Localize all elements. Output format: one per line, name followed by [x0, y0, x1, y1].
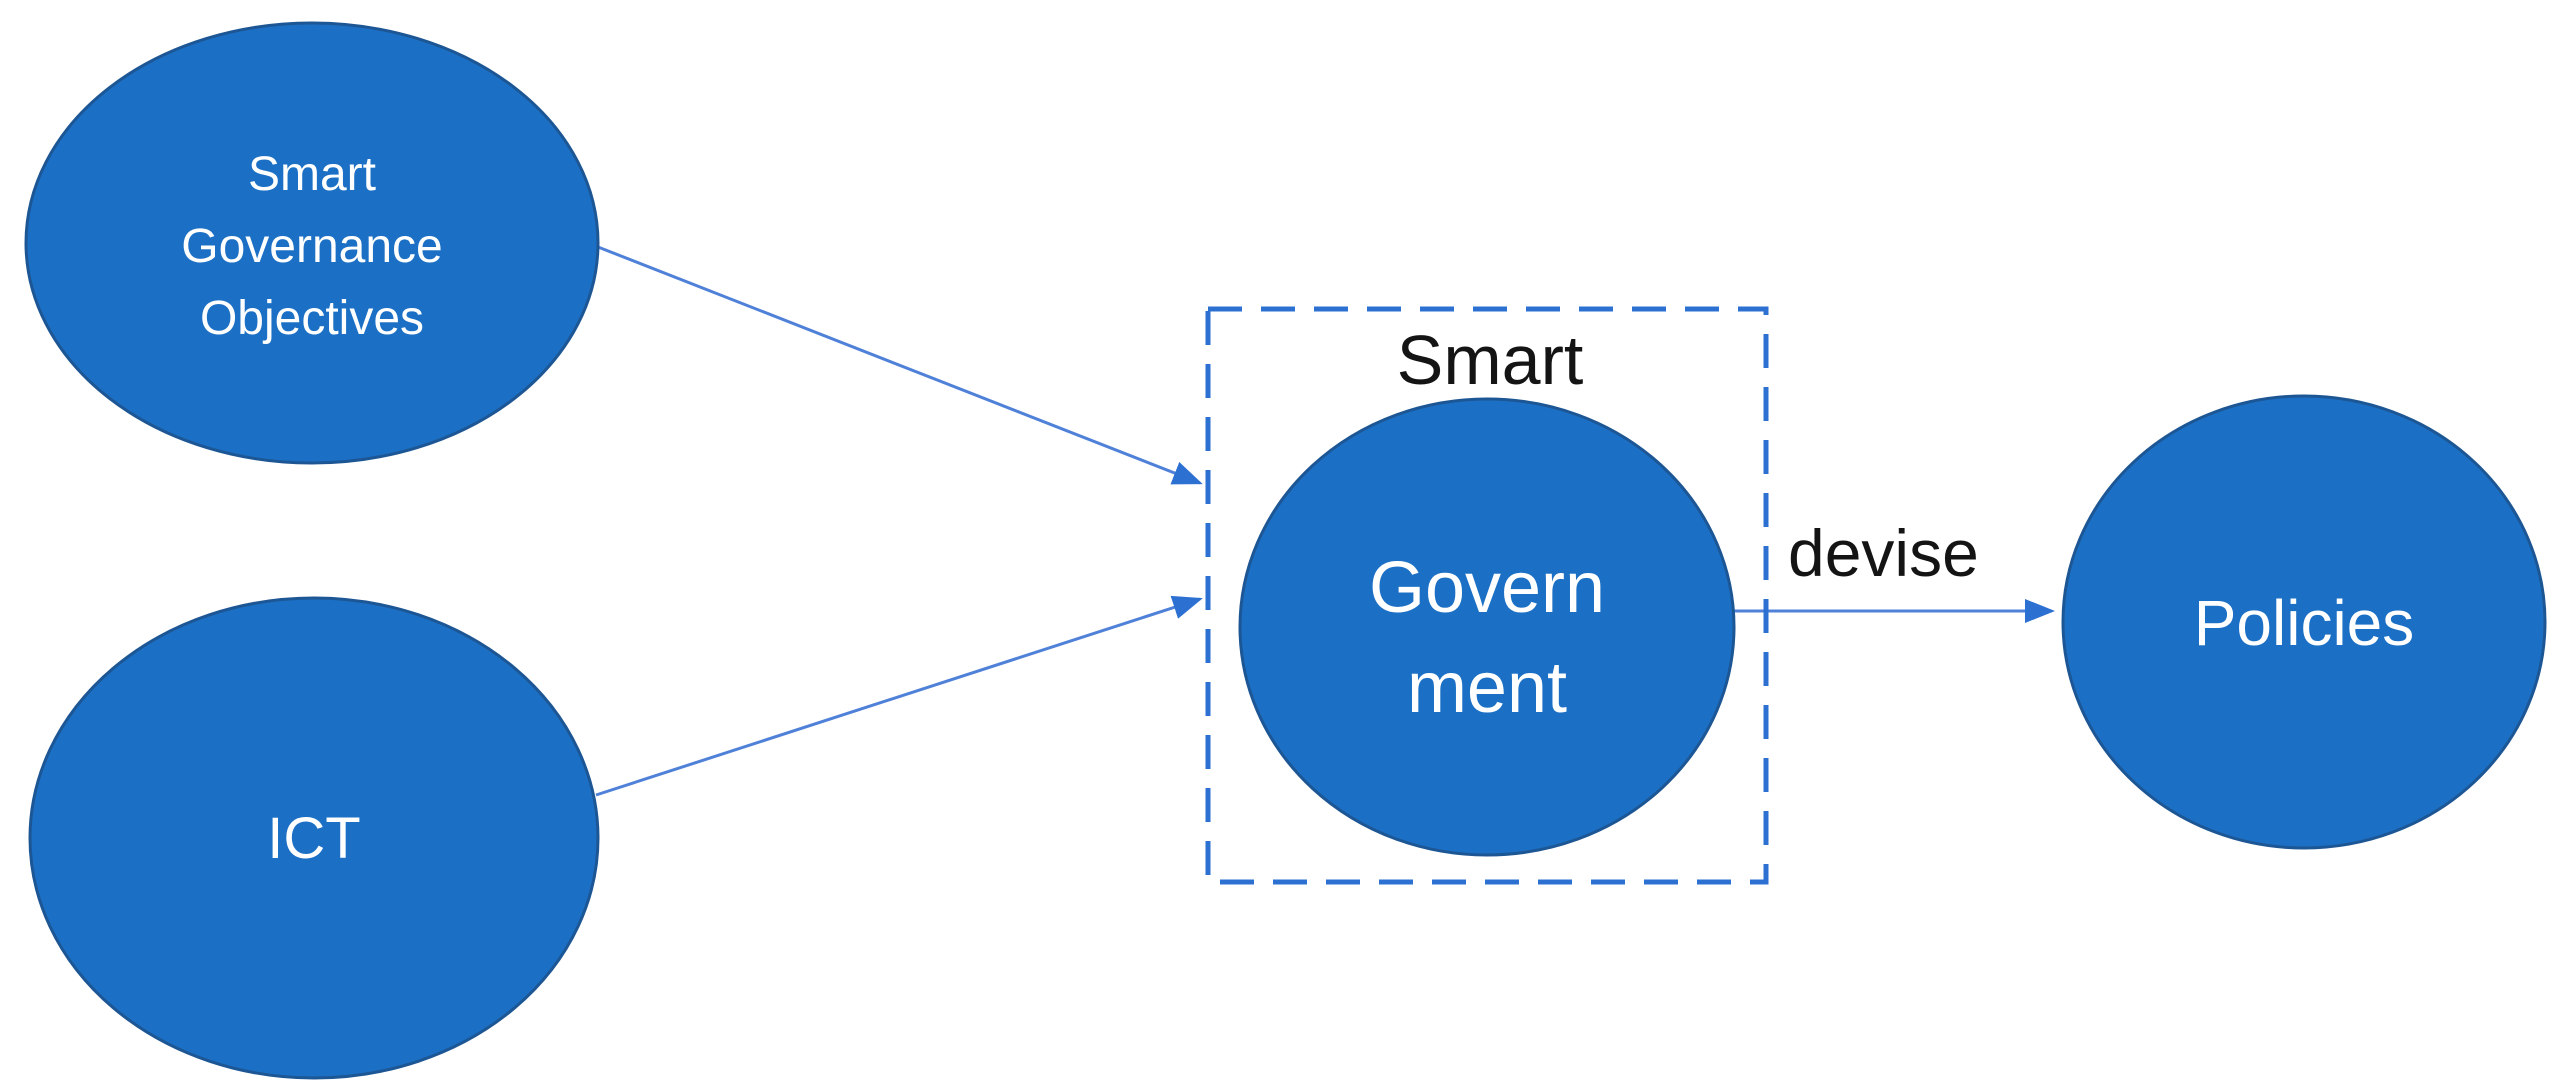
- node-government: Govern ment: [1238, 397, 1736, 857]
- edge-sgo-to-government-arrow: [597, 245, 1203, 485]
- node-policies: Policies: [2061, 394, 2547, 850]
- smart-group-label: Smart: [1397, 321, 1584, 399]
- node-smart-governance-objectives: Smart Governance Objectives: [24, 21, 600, 465]
- node-sgo-label-line2: Governance: [181, 220, 443, 273]
- node-policies-label: Policies: [2194, 587, 2415, 659]
- edge-devise-label: devise: [1788, 516, 1979, 590]
- node-ict-label: ICT: [267, 806, 360, 871]
- node-government-shape: [1238, 397, 1736, 857]
- smart-group-box: Smart: [1205, 306, 1769, 885]
- edge-ict-to-government-arrow: [595, 595, 1203, 797]
- node-ict: ICT: [28, 596, 600, 1080]
- node-sgo-label-line1: Smart: [248, 148, 376, 201]
- smart-group-border: [1205, 306, 1769, 885]
- node-sgo-label-line3: Objectives: [200, 292, 424, 345]
- node-ict-shape: [28, 596, 600, 1080]
- node-policies-shape: [2061, 394, 2547, 850]
- node-government-label-line1: Govern: [1369, 548, 1605, 628]
- node-government-label-line2: ment: [1407, 648, 1567, 728]
- node-smart-governance-objectives-shape: [24, 21, 600, 465]
